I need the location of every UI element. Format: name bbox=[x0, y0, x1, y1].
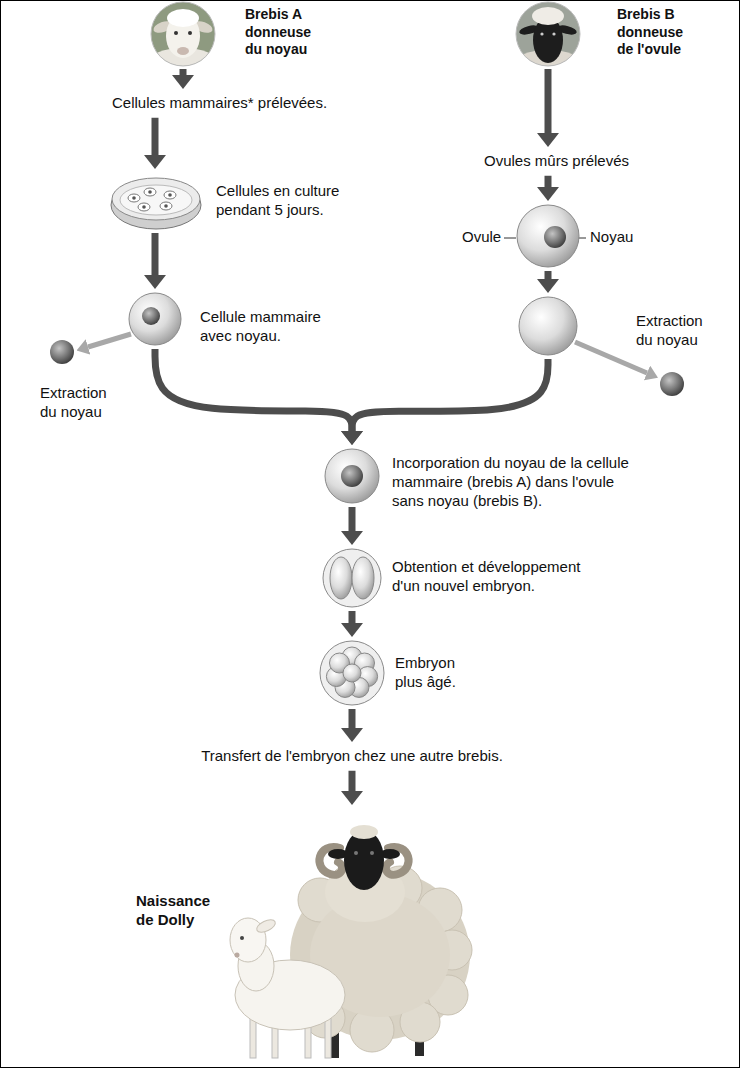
caption-label: Brebis B donneuse de l'ovule bbox=[617, 6, 703, 59]
cultured-cell bbox=[138, 203, 150, 211]
nucleus bbox=[341, 465, 363, 487]
nucleus bbox=[544, 226, 566, 248]
photo-rim bbox=[516, 2, 580, 66]
extracted-nucleus bbox=[660, 372, 684, 396]
extracted-nucleus bbox=[50, 340, 74, 364]
flow-arrow bbox=[349, 709, 356, 728]
flow-arrow bbox=[349, 507, 356, 531]
step-label: Ovules mûrs prélevés bbox=[484, 152, 629, 171]
flow-arrow bbox=[545, 69, 552, 133]
cultured-nucleus bbox=[168, 193, 172, 197]
flow-arrow bbox=[349, 771, 356, 791]
extraction-arrow bbox=[88, 334, 131, 347]
embryo-envelope bbox=[323, 549, 381, 607]
sheep-photo: Brebis A donneuse du noyau bbox=[151, 2, 215, 66]
cell-outline bbox=[325, 449, 379, 503]
nucleus bbox=[142, 307, 160, 325]
flow-arrow bbox=[349, 611, 356, 623]
embryo: Embryon plus âgé. bbox=[319, 640, 385, 706]
caption-label: Cellules en culture pendant 5 jours. bbox=[216, 182, 366, 220]
blastomere bbox=[343, 664, 361, 682]
cultured-nucleus bbox=[164, 204, 168, 208]
culture-dish: Cellules en culture pendant 5 jours. bbox=[110, 172, 202, 230]
cell-outline bbox=[519, 297, 577, 355]
cultured-nucleus bbox=[148, 190, 152, 194]
dish-rim bbox=[112, 178, 200, 220]
enucleated-ovule: Extraction du noyau bbox=[518, 296, 578, 356]
two-cell-embryo: Obtention et développement d'un nouvel e… bbox=[322, 548, 382, 608]
dolly-photo bbox=[230, 825, 472, 1058]
cultured-cell bbox=[160, 202, 172, 210]
sheep-photo: Brebis B donneuse de l'ovule bbox=[516, 2, 580, 66]
photo-rim bbox=[151, 2, 215, 66]
caption-label: Naissance de Dolly bbox=[136, 892, 216, 930]
flow-arrow bbox=[152, 233, 159, 275]
flow-arrow bbox=[155, 349, 352, 431]
mammary-cell-shape bbox=[128, 292, 182, 346]
cultured-cell bbox=[164, 191, 176, 199]
caption-label: Ovule bbox=[462, 228, 501, 247]
cultured-nucleus bbox=[142, 205, 146, 209]
ovule-cell-shape bbox=[516, 204, 580, 268]
cell-outline bbox=[129, 293, 181, 345]
caption-label: Brebis A donneuse du noyau bbox=[245, 6, 329, 59]
culture-dish-shape bbox=[110, 172, 202, 230]
fused-cell-shape bbox=[324, 448, 380, 504]
flow-arrow bbox=[545, 271, 552, 279]
flow-arrow bbox=[152, 118, 159, 155]
flow-arrow bbox=[352, 359, 548, 431]
caption-label: Obtention et développement d'un nouvel e… bbox=[392, 558, 607, 596]
cell-outline bbox=[517, 205, 579, 267]
sheep-b-photo bbox=[514, 2, 582, 78]
step-label: Cellules mammaires* prélevées. bbox=[108, 92, 331, 115]
caption-label: Incorporation du noyau de la cellule mam… bbox=[392, 454, 642, 510]
step-label: Transfert de l'embryon chez une autre br… bbox=[201, 747, 503, 766]
embryo-envelope bbox=[320, 641, 384, 705]
cultured-nucleus bbox=[132, 196, 136, 200]
two-cell-embryo-shape bbox=[322, 548, 382, 608]
caption-label: Extraction du noyau bbox=[636, 312, 718, 350]
enucleated-ovule-shape bbox=[518, 296, 578, 356]
sheep-a-photo bbox=[149, 2, 217, 76]
ovule-cell: OvuleNoyau bbox=[516, 204, 580, 268]
dolly-photo: Naissance de Dolly bbox=[222, 808, 472, 1060]
fused-cell: Incorporation du noyau de la cellule mam… bbox=[324, 448, 380, 504]
flow-arrow bbox=[545, 176, 552, 187]
cultured-cell bbox=[144, 188, 156, 196]
blastomere bbox=[330, 557, 352, 599]
caption-label: Noyau bbox=[590, 228, 633, 247]
leader-line bbox=[504, 238, 516, 239]
caption-label: Embryon plus âgé. bbox=[395, 654, 469, 692]
caption-label: Extraction du noyau bbox=[40, 384, 122, 422]
caption-label: Cellule mammaire avec noyau. bbox=[200, 308, 340, 346]
embryo-shape bbox=[319, 640, 385, 706]
step-label: Ovules mûrs prélevés bbox=[480, 150, 633, 173]
step-label: Transfert de l'embryon chez une autre br… bbox=[197, 745, 507, 768]
cultured-cell bbox=[128, 194, 140, 202]
flow-arrow bbox=[180, 69, 187, 75]
step-label: Cellules mammaires* prélevées. bbox=[112, 94, 327, 113]
dish-medium bbox=[120, 185, 192, 215]
blastomere bbox=[352, 557, 374, 599]
mammary-cell: Cellule mammaire avec noyau.Extraction d… bbox=[128, 292, 182, 346]
